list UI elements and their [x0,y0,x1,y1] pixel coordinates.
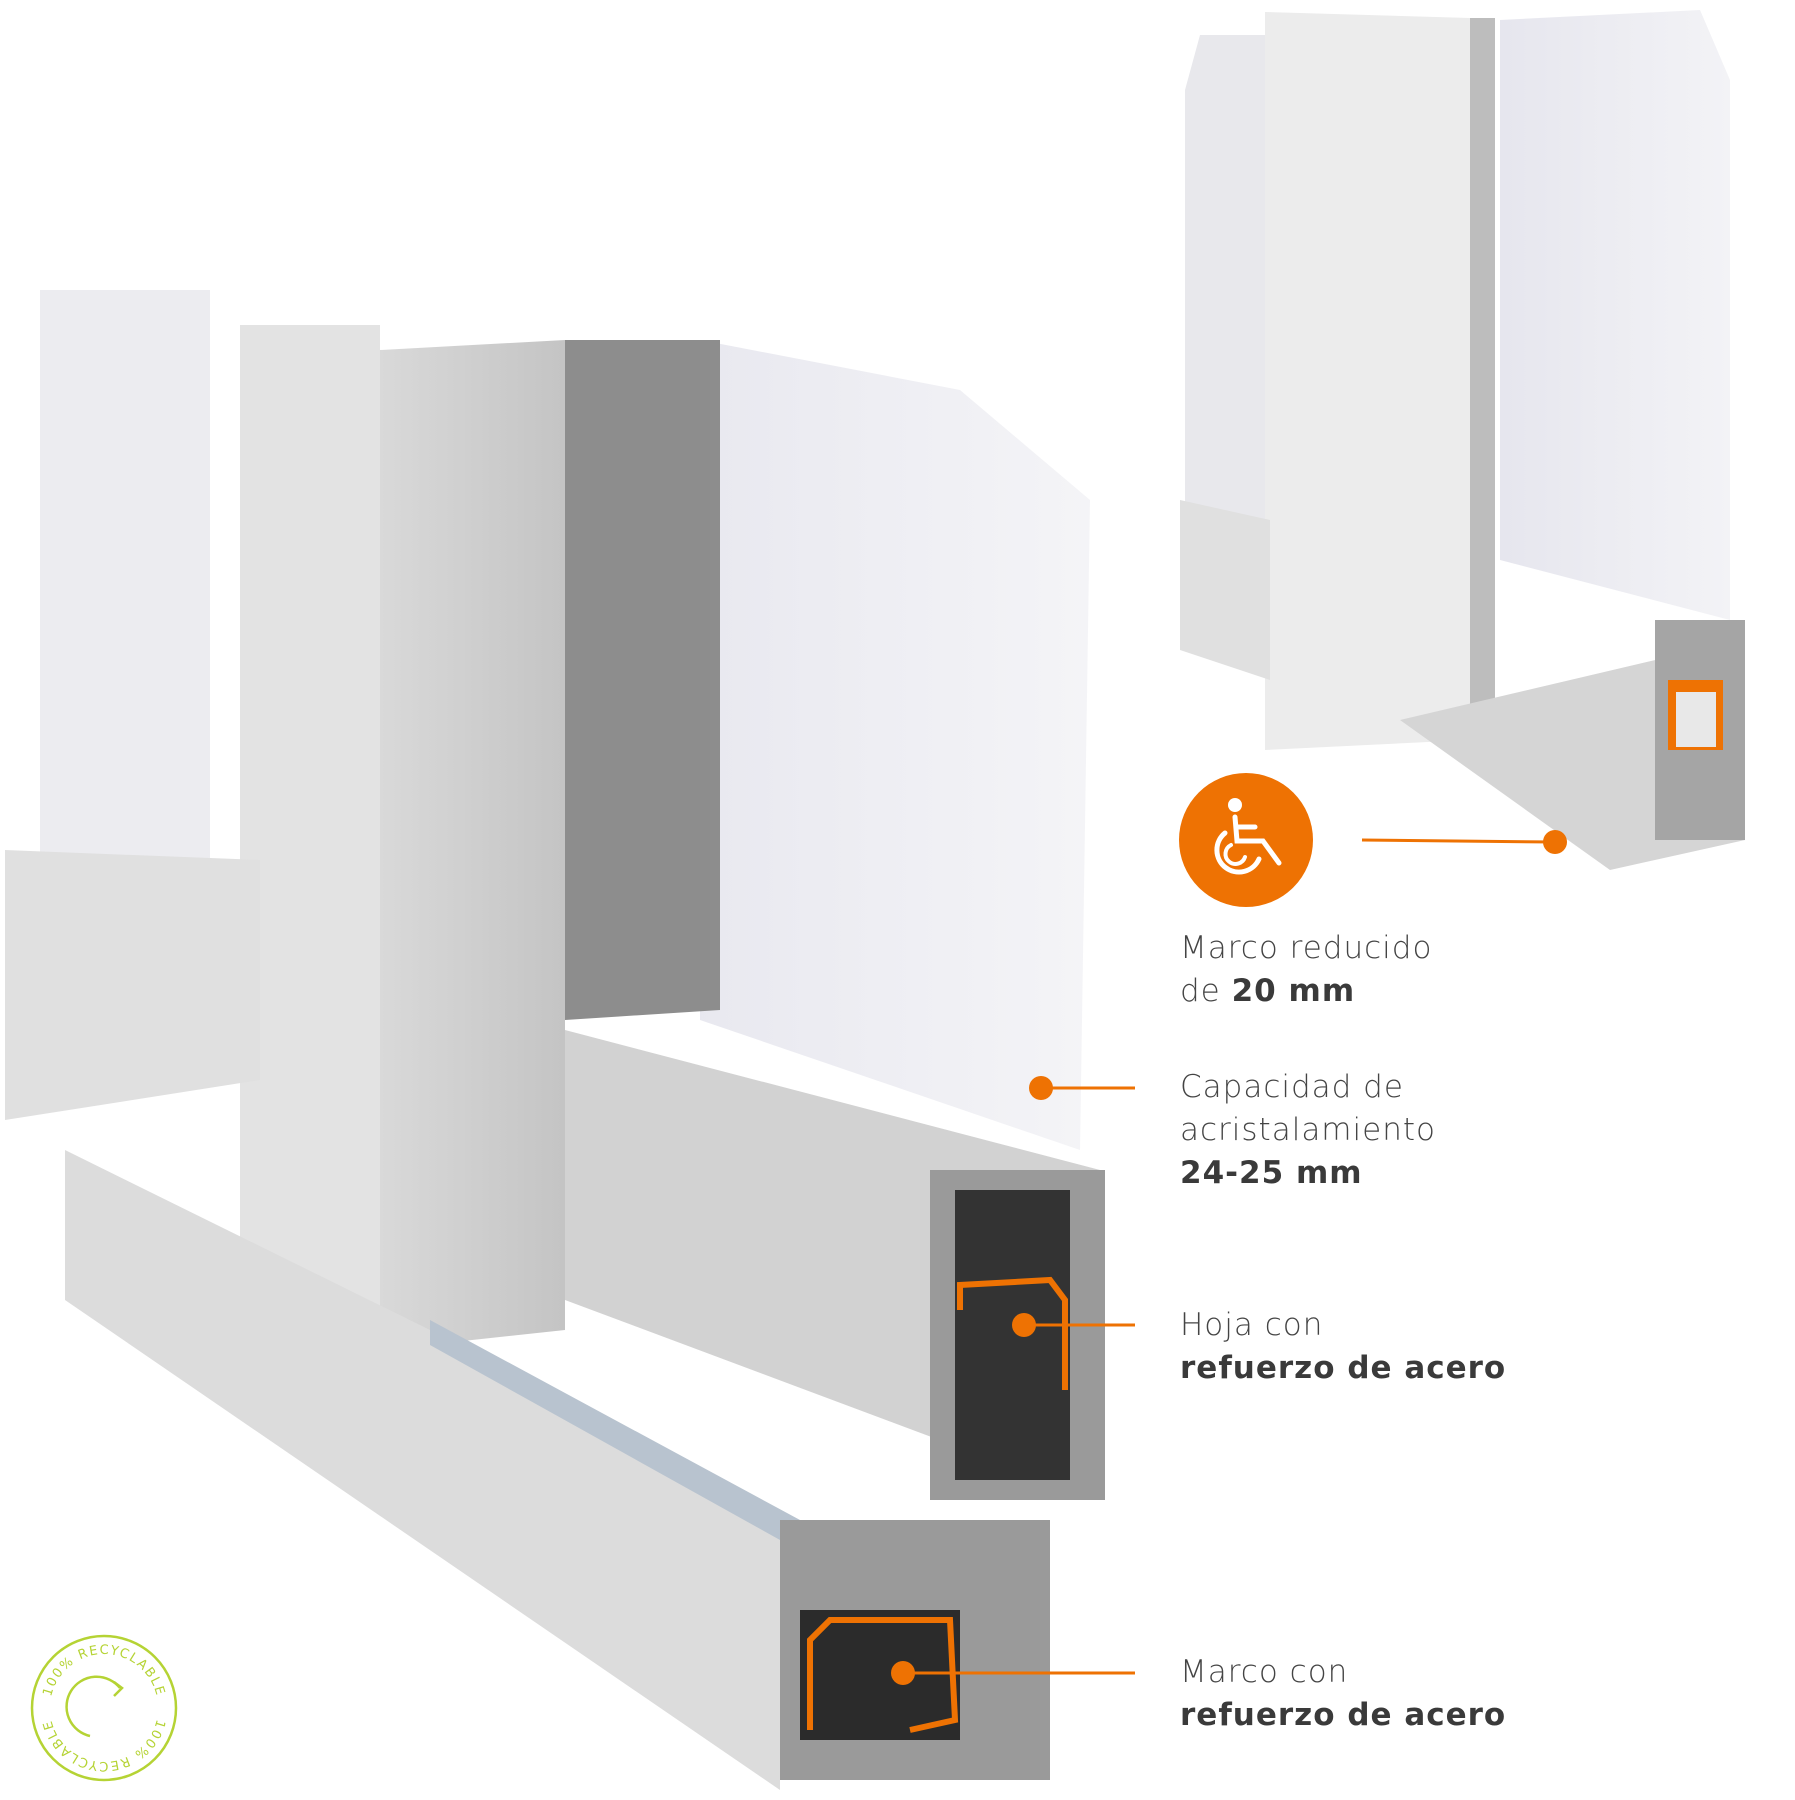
feature-value: refuerzo de acero [1180,1350,1507,1386]
recyclable-badge: 100% RECYCLABLE 100% RECYCLABLE [30,1634,178,1782]
feature-reduced-frame: Marco reducido de 20 mm [1180,927,1432,1013]
feature-line: acristalamiento [1180,1112,1436,1148]
feature-line: Capacidad de [1180,1069,1404,1105]
feature-text: de [1180,973,1232,1009]
small-window-section [1180,10,1745,870]
callout-lines [891,830,1567,1685]
feature-value: 24-25 mm [1180,1155,1363,1191]
feature-value: 20 mm [1231,973,1356,1009]
wheelchair-icon [1214,798,1282,875]
feature-sash-reinforcement: Hoja con refuerzo de acero [1180,1304,1506,1390]
feature-frame-reinforcement: Marco con refuerzo de acero [1180,1651,1506,1737]
feature-value: refuerzo de acero [1180,1697,1507,1733]
accessibility-badge [1179,773,1313,907]
feature-line: Marco reducido [1180,930,1433,966]
recycle-arrows-icon [65,1675,124,1738]
main-window-section [5,290,1105,1790]
feature-line: de 20 mm [1180,970,1432,1013]
feature-glazing-capacity: Capacidad de acristalamiento 24-25 mm [1180,1066,1436,1195]
feature-line: Marco con [1180,1654,1349,1690]
feature-line: Hoja con [1180,1307,1324,1343]
